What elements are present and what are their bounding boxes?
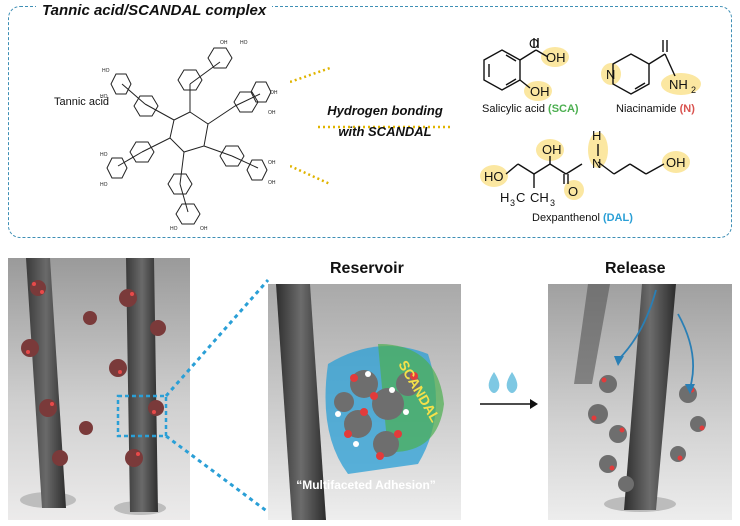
svg-text:HO: HO bbox=[100, 182, 108, 188]
svg-text:2: 2 bbox=[691, 85, 696, 95]
svg-text:HO: HO bbox=[240, 40, 248, 46]
svg-text:OH: OH bbox=[200, 226, 208, 232]
niacinamide-structure: N O NH 2 bbox=[601, 38, 701, 95]
svg-text:O: O bbox=[529, 38, 539, 51]
sca-name: Salicylic acid bbox=[482, 103, 545, 115]
svg-text:OH: OH bbox=[268, 110, 276, 116]
svg-text:OH: OH bbox=[666, 155, 686, 170]
svg-text:HO: HO bbox=[100, 152, 108, 158]
top-panel-title: Tannic acid/SCANDAL complex bbox=[36, 2, 273, 19]
niacinamide-label: Niacinamide (N) bbox=[616, 103, 695, 115]
svg-text:O: O bbox=[568, 184, 578, 199]
dexpanthenol-label: Dexpanthenol (DAL) bbox=[532, 212, 633, 224]
release-panel bbox=[548, 284, 732, 520]
svg-text:OH: OH bbox=[270, 90, 278, 96]
adhesion-caption: “Multifaceted Adhesion” bbox=[296, 478, 436, 492]
svg-text:OH: OH bbox=[268, 180, 276, 186]
top-panel-frame bbox=[8, 6, 732, 238]
svg-text:HO: HO bbox=[102, 68, 110, 74]
hydrogen-bond-lines bbox=[290, 66, 450, 186]
salicylic-acid-structure: O OH OH bbox=[483, 38, 569, 101]
salicylic-acid-label: Salicylic acid (SCA) bbox=[482, 103, 579, 115]
svg-text:3: 3 bbox=[510, 198, 515, 206]
svg-text:H: H bbox=[500, 190, 509, 205]
hb-line-2: with SCANDAL bbox=[338, 124, 432, 139]
reservoir-title: Reservoir bbox=[330, 260, 404, 277]
svg-text:NH: NH bbox=[669, 77, 688, 92]
dal-abbr: (DAL) bbox=[602, 212, 633, 224]
n-abbr: (N) bbox=[679, 103, 695, 115]
hb-line-1: Hydrogen bonding bbox=[327, 103, 443, 118]
dal-name: Dexpanthenol bbox=[532, 212, 600, 224]
svg-text:N: N bbox=[592, 156, 601, 171]
skin-hair-panel bbox=[8, 258, 190, 520]
svg-text:OH: OH bbox=[530, 84, 550, 99]
tannic-acid-label: Tannic acid bbox=[54, 96, 110, 108]
hydrogen-bonding-label: Hydrogen bonding with SCANDAL bbox=[320, 103, 450, 139]
water-drop-icon bbox=[488, 372, 518, 393]
reservoir-panel: SCANDAL bbox=[268, 284, 461, 520]
svg-text:OH: OH bbox=[268, 160, 276, 166]
svg-text:HO: HO bbox=[484, 169, 504, 184]
n-name: Niacinamide bbox=[616, 103, 677, 115]
process-arrow-icon bbox=[480, 399, 538, 409]
zoom-lines bbox=[164, 279, 270, 514]
svg-text:O: O bbox=[659, 38, 669, 41]
svg-text:3: 3 bbox=[550, 198, 555, 206]
svg-text:N: N bbox=[606, 67, 615, 82]
svg-text:CH: CH bbox=[530, 190, 549, 205]
svg-text:OH: OH bbox=[220, 40, 228, 46]
svg-text:OH: OH bbox=[546, 50, 566, 65]
tannic-acid-structure: OH HO OH OH HO HO HO HO OH OH HO OH bbox=[100, 40, 278, 232]
svg-text:HO: HO bbox=[170, 226, 178, 232]
svg-text:HO: HO bbox=[100, 94, 108, 100]
release-title: Release bbox=[605, 260, 666, 277]
svg-text:H: H bbox=[592, 128, 601, 143]
svg-text:OH: OH bbox=[542, 142, 562, 157]
sca-abbr: (SCA) bbox=[548, 103, 579, 115]
svg-text:C: C bbox=[516, 190, 525, 205]
